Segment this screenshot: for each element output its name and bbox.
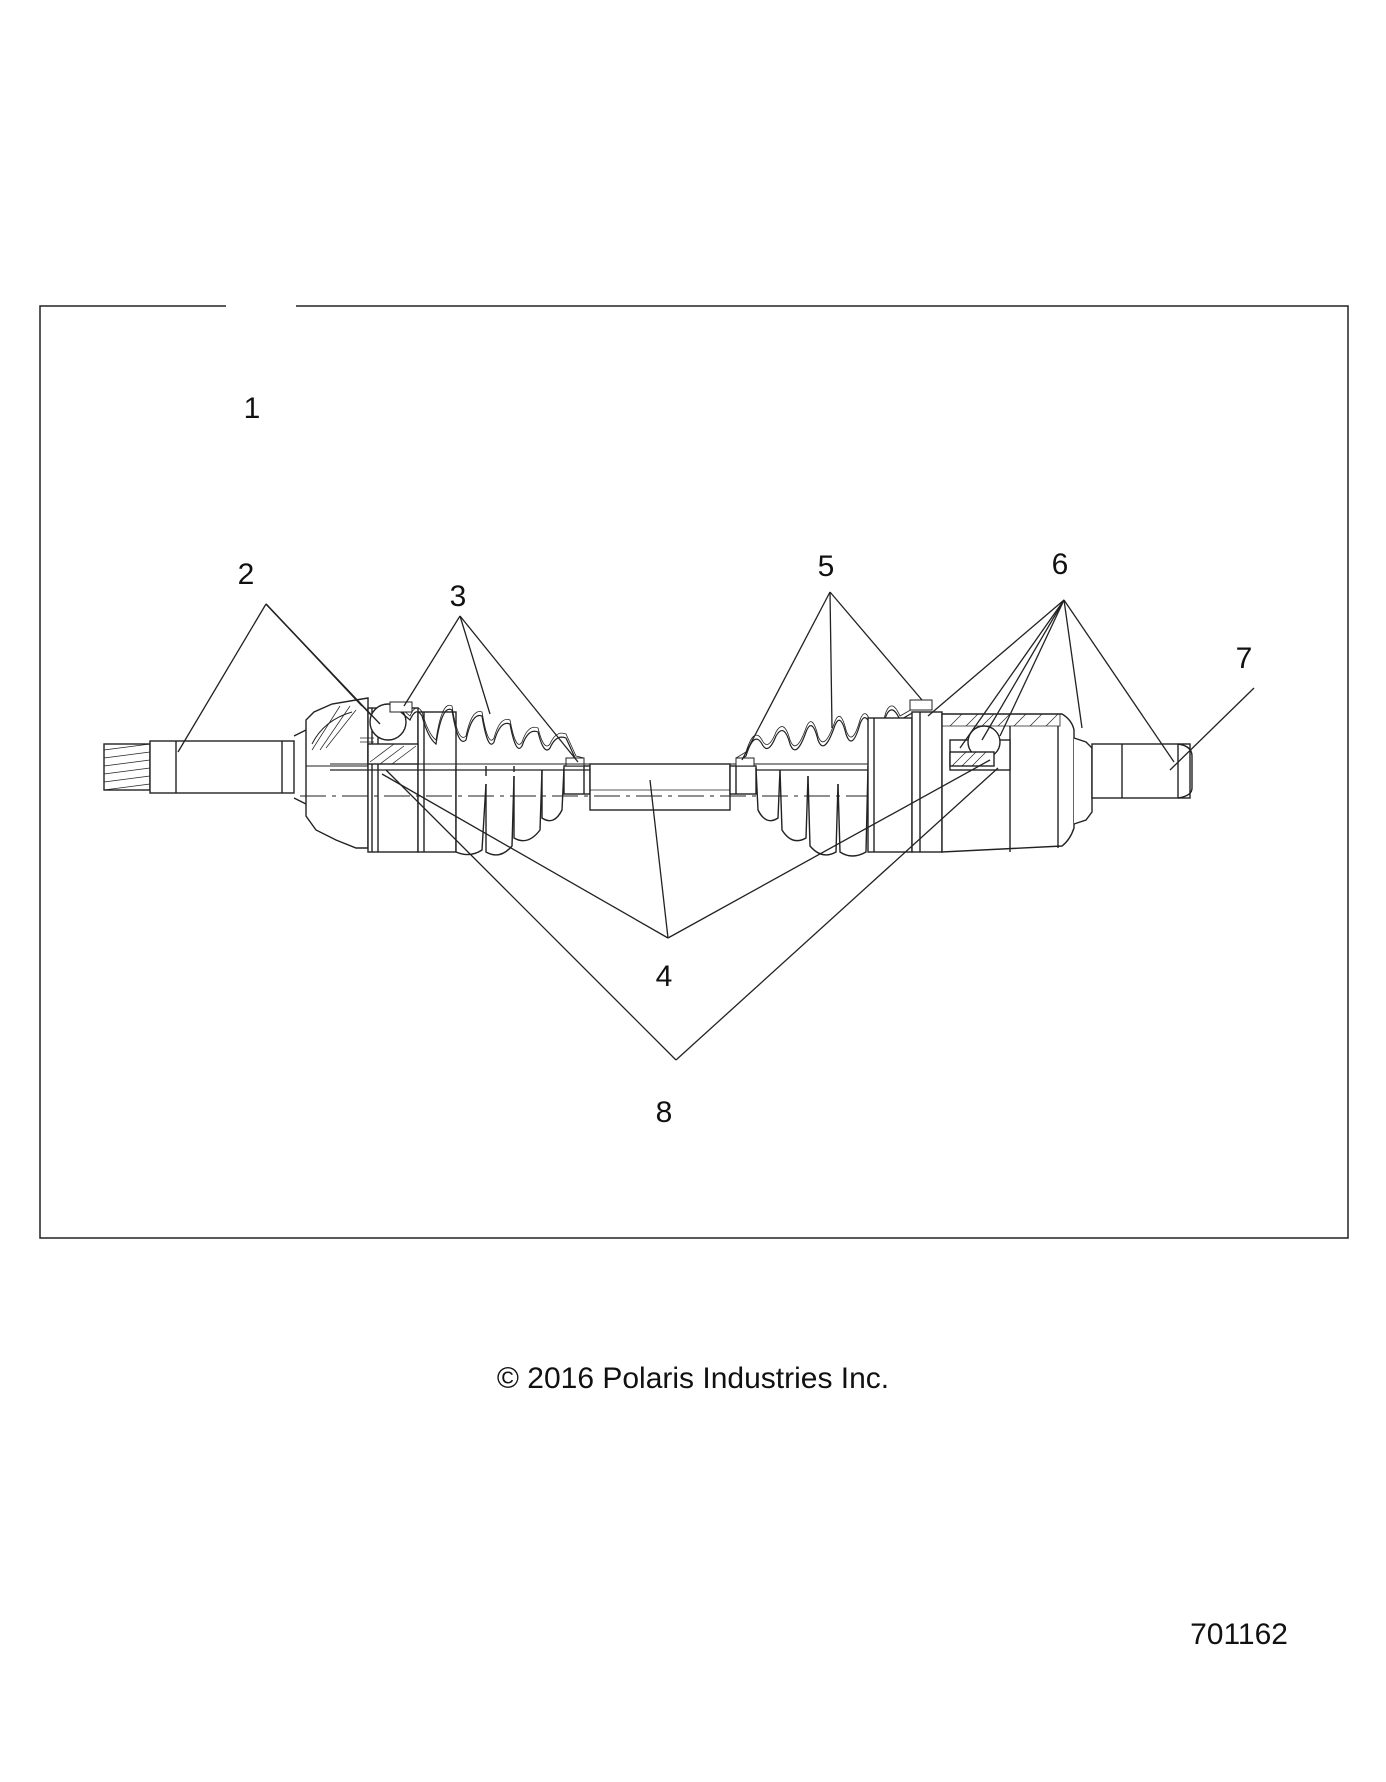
callout-6: 6 [1052, 548, 1069, 581]
left-boot [455, 765, 591, 856]
right-stub [1091, 743, 1193, 799]
right-boot-inner-clamp [735, 757, 755, 767]
callout-2: 2 [238, 558, 255, 591]
callout-1: 1 [244, 392, 261, 425]
callout-8: 8 [656, 1096, 673, 1129]
callout-labels: 1 2 3 4 5 6 7 8 [238, 392, 1253, 1129]
right-boot-outer-clamp [909, 699, 933, 711]
left-spline-stub [103, 729, 307, 805]
copyright-text: © 2016 Polaris Industries Inc. [496, 1362, 890, 1395]
right-cv-housing [867, 711, 1093, 853]
right-boot [729, 765, 869, 857]
callout-3: 3 [450, 580, 467, 613]
assembly-frame [39, 305, 1349, 1239]
callout-4: 4 [656, 960, 673, 993]
leader-lines [177, 591, 1255, 1061]
callout-7: 7 [1236, 642, 1253, 675]
left-boot-profile [395, 707, 585, 763]
left-cv-housing [305, 697, 457, 853]
left-boot-outer-clamp [389, 701, 413, 713]
axle-assembly [103, 697, 1193, 857]
diagram-number: 701162 [1190, 1618, 1288, 1651]
callout-5: 5 [818, 550, 835, 583]
